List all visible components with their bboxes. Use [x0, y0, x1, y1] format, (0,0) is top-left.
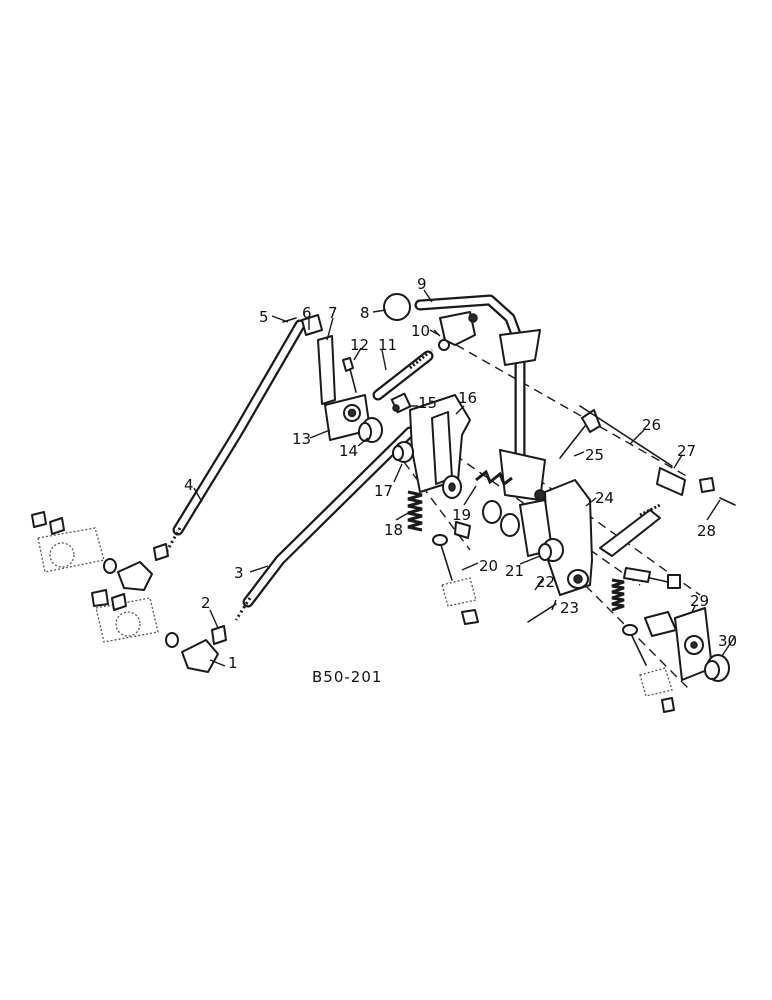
- rod-3: [234, 426, 416, 621]
- bushing-14: [358, 417, 383, 443]
- callout-24: 24: [595, 489, 614, 507]
- rod-4: [162, 319, 306, 557]
- callout-29: 29: [690, 592, 709, 610]
- leader-lines: [193, 289, 736, 667]
- callout-23: 23: [560, 599, 579, 617]
- bushing-17: [392, 441, 414, 463]
- eyebolt-29b: [622, 624, 675, 713]
- figure-reference: B50-201: [312, 668, 382, 686]
- callout-5: 5: [259, 308, 269, 326]
- spring-29b: [611, 578, 625, 612]
- callout-20: 20: [479, 557, 498, 575]
- spring-18: [407, 490, 423, 532]
- callout-1: 1: [228, 654, 238, 672]
- callout-6: 6: [302, 304, 312, 322]
- callout-22: 22: [536, 573, 555, 591]
- callout-26: 26: [642, 416, 661, 434]
- bushing-21: [500, 513, 564, 562]
- callout-13: 13: [292, 430, 311, 448]
- callout-9: 9: [417, 275, 427, 293]
- callout-17: 17: [374, 482, 393, 500]
- callout-2: 2: [201, 594, 211, 612]
- callout-8: 8: [360, 304, 370, 322]
- callout-16: 16: [458, 389, 477, 407]
- callout-11: 11: [378, 336, 397, 354]
- callout-27: 27: [677, 442, 696, 460]
- callout-15: 15: [418, 394, 437, 412]
- spring-19: [475, 469, 513, 487]
- rod-26: [579, 405, 673, 467]
- plate-29: [639, 607, 713, 697]
- bracket-10: [438, 311, 478, 351]
- knob-8: [383, 293, 411, 321]
- rod-27: [656, 467, 715, 496]
- eyebolt-20: [432, 521, 479, 625]
- housing-left-lower: [91, 589, 227, 673]
- callout-7: 7: [328, 304, 338, 322]
- callout-18: 18: [384, 521, 403, 539]
- callout-19: 19: [452, 506, 471, 524]
- bracket-16: [409, 394, 471, 499]
- housing-left-upper: [31, 511, 169, 591]
- callout-3: 3: [234, 564, 244, 582]
- pin-15: [390, 392, 412, 414]
- pin-28: [719, 497, 736, 506]
- pin-22-23: [527, 603, 557, 623]
- callout-14: 14: [339, 442, 358, 460]
- callout-21: 21: [505, 562, 524, 580]
- threaded-rod-24b: [599, 503, 681, 589]
- callout-28: 28: [697, 522, 716, 540]
- bolt-12: [342, 357, 357, 393]
- bracket-24: [519, 479, 593, 596]
- callout-labels: 1 2 3 4 5 6 7 8 9 10 11 12 13 14 15 16 1…: [184, 275, 737, 672]
- callout-12: 12: [350, 336, 369, 354]
- callout-4: 4: [184, 476, 194, 494]
- callout-30: 30: [718, 632, 737, 650]
- bushing-19b: [482, 500, 502, 524]
- callout-10: 10: [411, 322, 430, 340]
- callout-25: 25: [585, 446, 604, 464]
- bushing-30: [704, 654, 730, 682]
- threaded-rod-11: [372, 348, 434, 401]
